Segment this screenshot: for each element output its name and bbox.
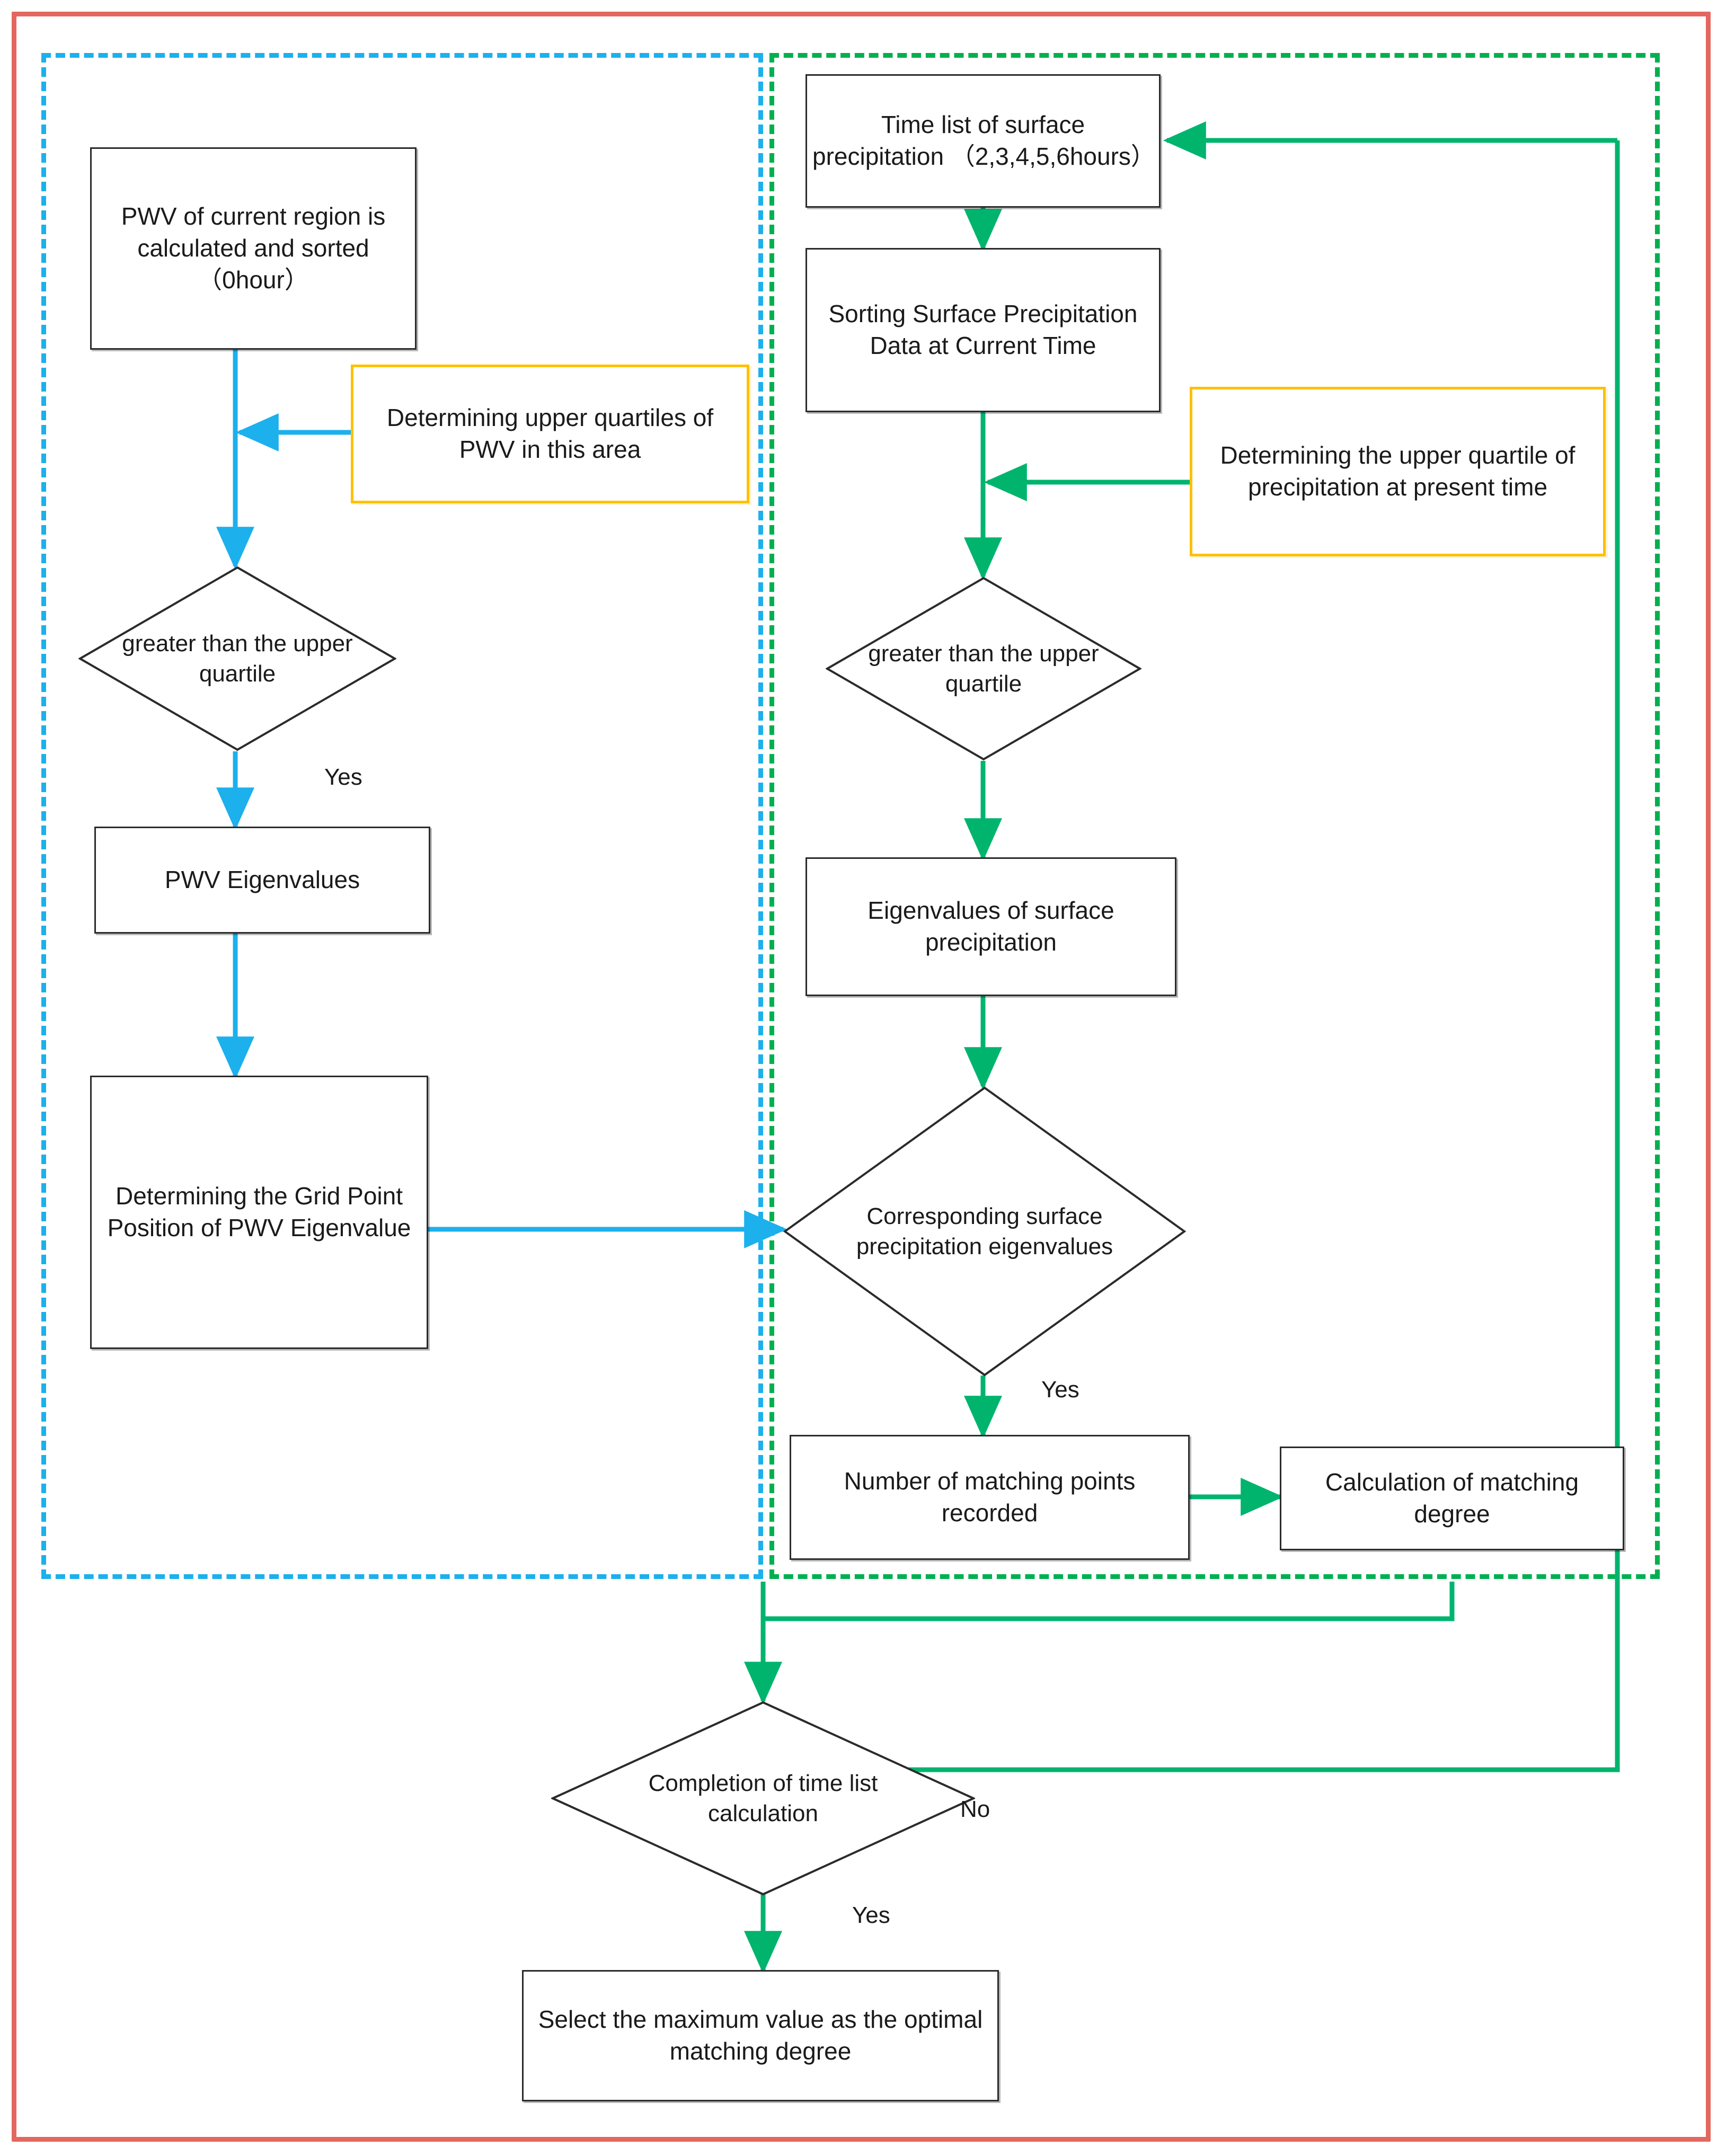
node-eigenvalues-of-surface-precipitation[interactable]: Eigenvalues of surface precipitation [805,857,1176,996]
node-select-maximum-value[interactable]: Select the maximum value as the optimal … [522,1970,999,2101]
decision-pwv-label: greater than the upper quartile [122,630,353,687]
node-select-maximum-value-label: Select the maximum value as the optimal … [538,2006,983,2065]
node-calculation-of-matching-degree-label: Calculation of matching degree [1325,1468,1579,1528]
node-calculation-of-matching-degree[interactable]: Calculation of matching degree [1280,1447,1624,1550]
node-time-list-surface-precipitation[interactable]: Time list of surface precipitation （2,3,… [805,74,1161,208]
node-pwv-calculated[interactable]: PWV of current region is calculated and … [90,147,417,350]
node-pwv-grid-point-position-label: Determining the Grid Point Position of P… [107,1182,411,1241]
decision-corresponding-label: Corresponding surface precipitation eige… [856,1203,1113,1259]
edge-label-pwv-yes: Yes [324,764,362,790]
decision-pwv-greater-than-upper-quartile[interactable]: greater than the upper quartile [78,566,396,751]
node-sorting-surface-precipitation[interactable]: Sorting Surface Precipitation Data at Cu… [805,248,1161,412]
edge-label-completion-yes: Yes [852,1902,890,1928]
decision-completion-label: Completion of time list calculation [648,1770,878,1826]
edge-label-completion-no: No [960,1796,990,1822]
node-eigenvalues-surface-precip-label: Eigenvalues of surface precipitation [868,897,1114,956]
node-pwv-eigenvalues-label: PWV Eigenvalues [164,866,360,894]
decision-precip-greater-than-upper-quartile[interactable]: greater than the upper quartile [826,576,1141,761]
edge-label-corresponding-yes: Yes [1041,1377,1079,1403]
node-number-of-matching-points-label: Number of matching points recorded [844,1467,1136,1527]
node-pwv-calculated-label: PWV of current region is calculated and … [121,202,386,294]
note-pwv-upper-quartile[interactable]: Determining upper quartiles of PWV in th… [351,365,749,503]
decision-precip-label: greater than the upper quartile [868,640,1099,697]
node-pwv-eigenvalues[interactable]: PWV Eigenvalues [94,827,430,934]
node-time-list-label: Time list of surface precipitation （2,3,… [812,111,1155,170]
node-number-of-matching-points[interactable]: Number of matching points recorded [790,1435,1190,1560]
note-precipitation-upper-quartile-label: Determining the upper quartile of precip… [1220,441,1575,501]
note-precipitation-upper-quartile[interactable]: Determining the upper quartile of precip… [1190,387,1606,556]
outer-frame [12,12,1711,2142]
decision-corresponding-precip-eigenvalues[interactable]: Corresponding surface precipitation eige… [783,1086,1186,1377]
pwv-region-boundary [41,53,763,1579]
node-pwv-grid-point-position[interactable]: Determining the Grid Point Position of P… [90,1076,428,1349]
node-sorting-surface-precipitation-label: Sorting Surface Precipitation Data at Cu… [828,300,1138,359]
note-pwv-upper-quartile-label: Determining upper quartiles of PWV in th… [386,404,714,463]
decision-completion-of-time-list[interactable]: Completion of time list calculation [551,1701,975,1896]
